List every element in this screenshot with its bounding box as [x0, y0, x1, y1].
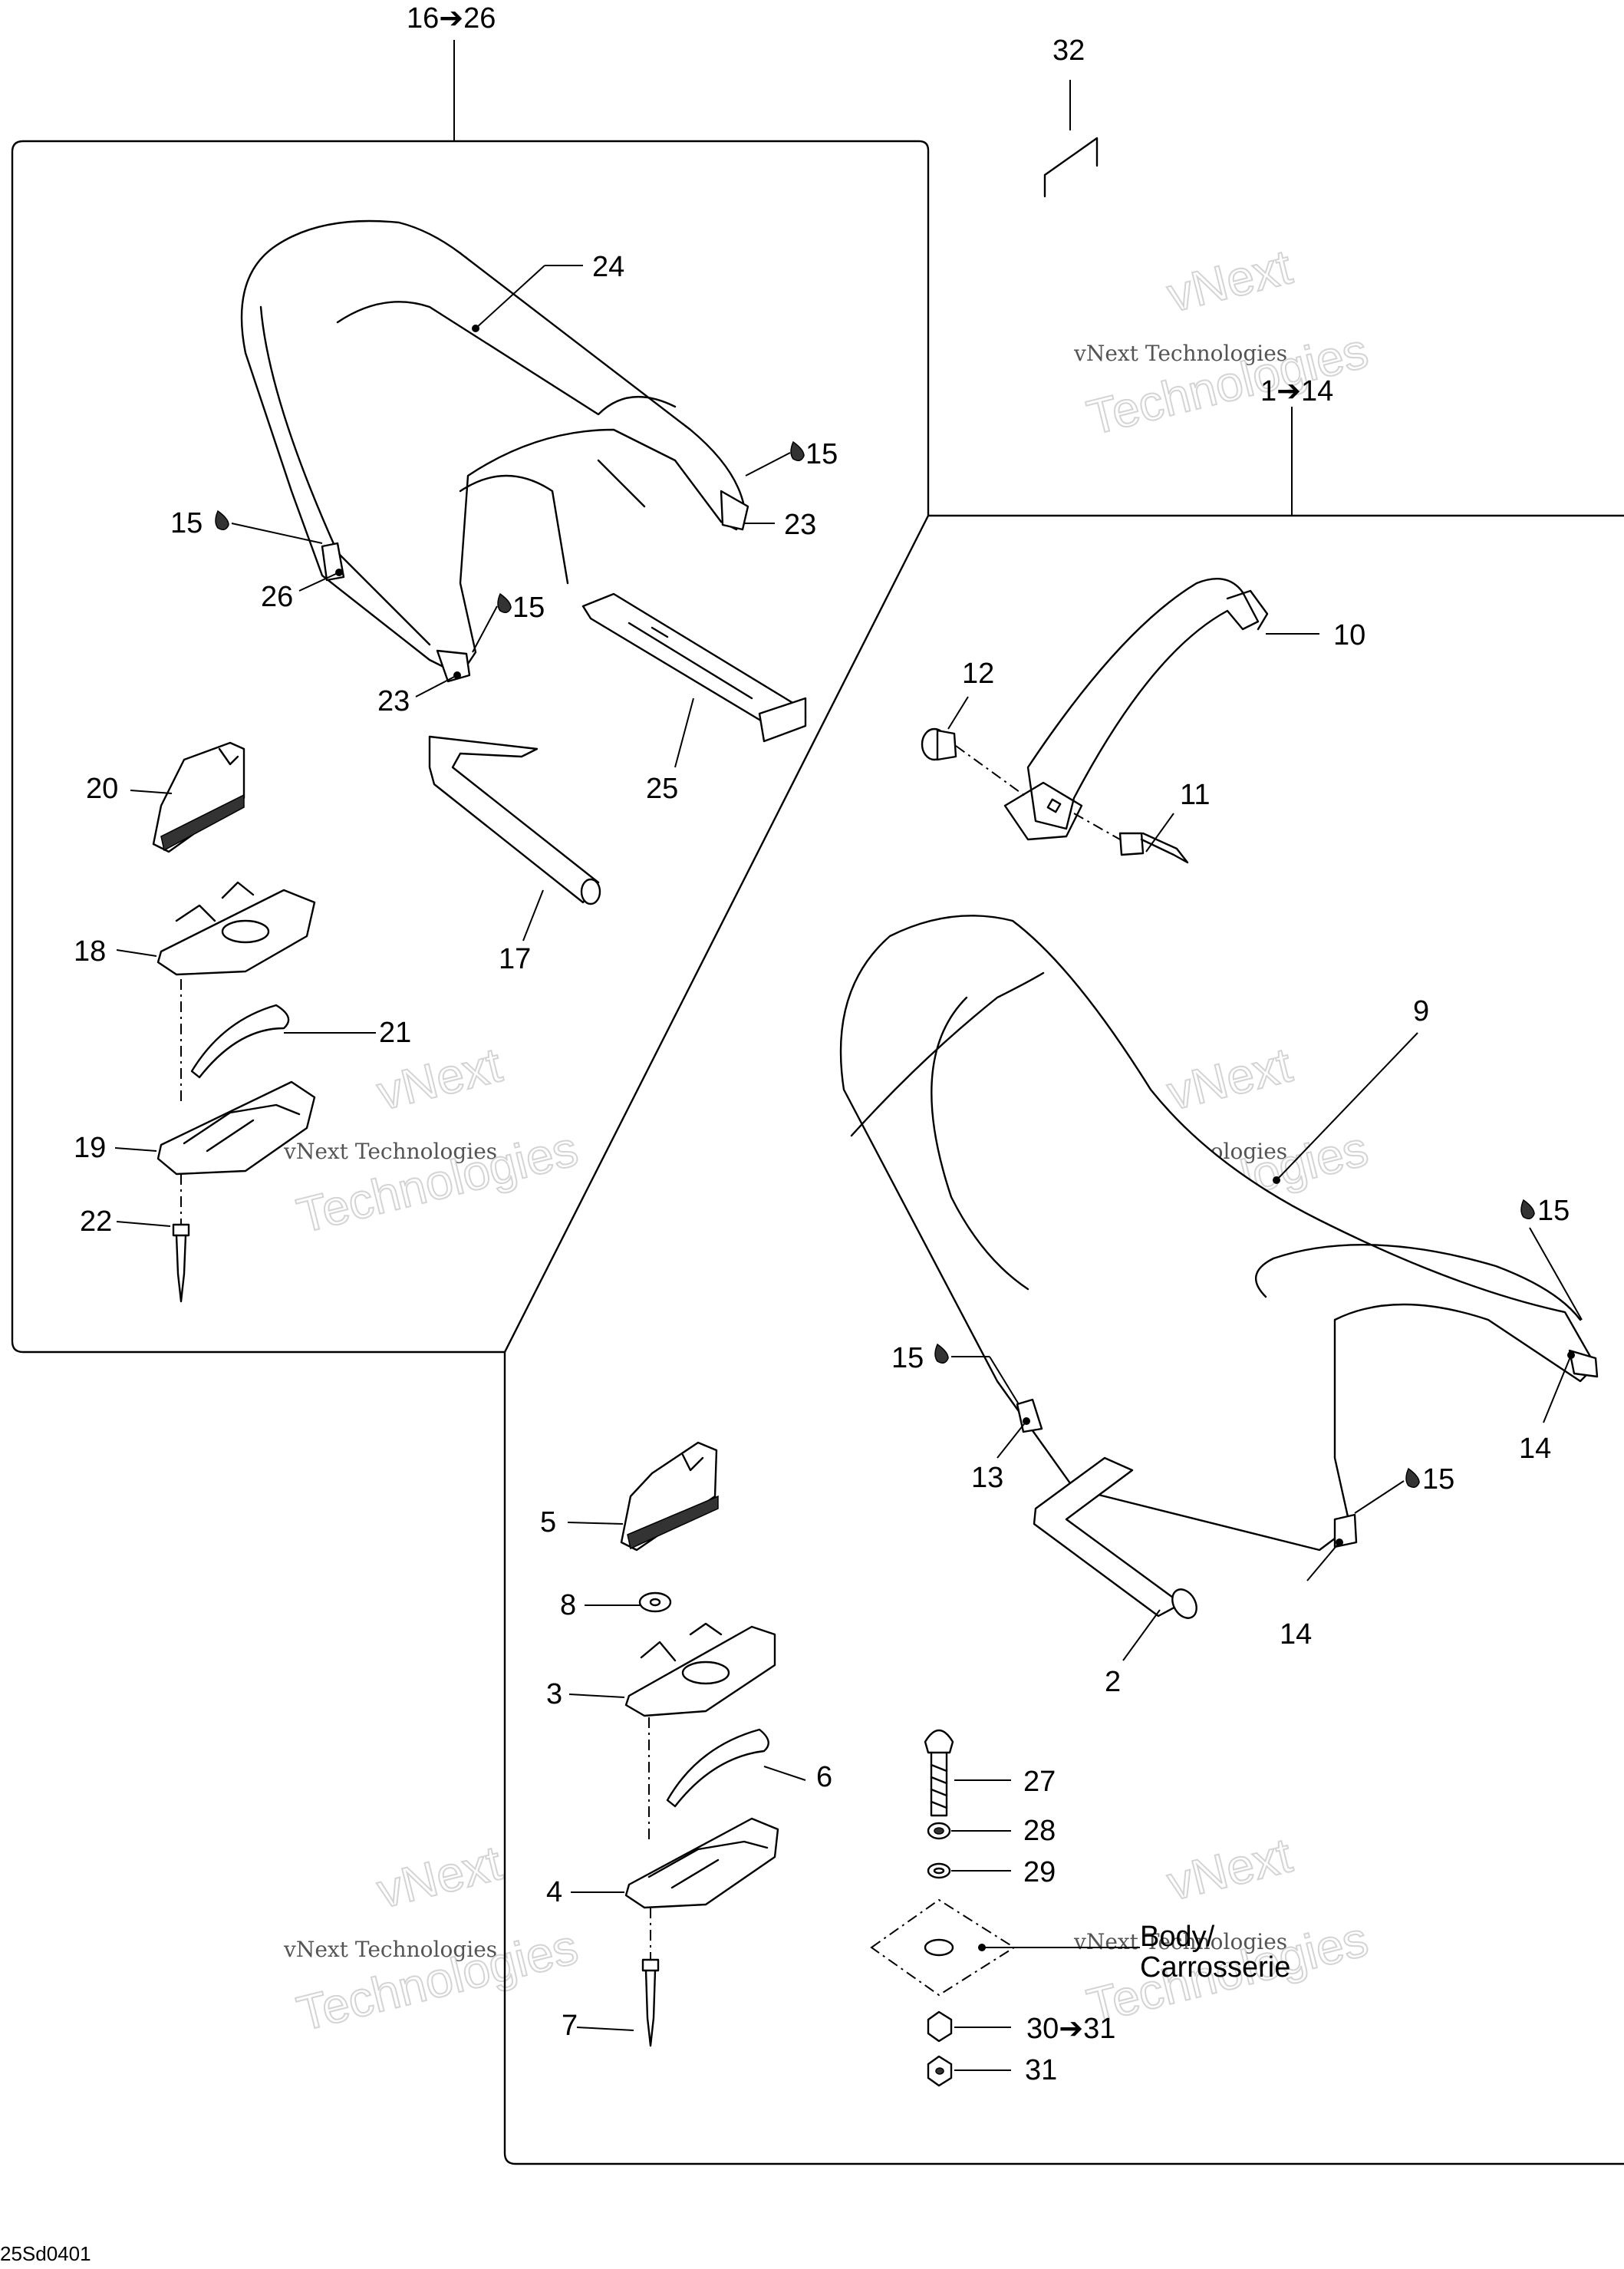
- drop-icon: [1405, 1467, 1420, 1488]
- callout-24: 24: [592, 251, 624, 283]
- watermark-text: vNext Technologies: [283, 1139, 497, 1164]
- bar-2: [1033, 1456, 1197, 1619]
- body-label-line1: Body/: [1140, 1921, 1215, 1953]
- callout-23-a: 23: [784, 509, 816, 541]
- watermark-text: vNext Technologies: [1073, 341, 1287, 366]
- base-19: [156, 1080, 316, 1176]
- callout-15-a: 15: [805, 438, 838, 470]
- watermark-text: vNext Technologies: [283, 1937, 497, 1962]
- drop-icon: [215, 510, 229, 530]
- grab-handle-10: [1003, 578, 1269, 841]
- callout-2: 2: [1105, 1666, 1121, 1698]
- callout-15-e: 15: [891, 1342, 924, 1374]
- watermark-top-right: vNext vNext Technologies Technologies: [1073, 238, 1374, 446]
- callout-6: 6: [816, 1761, 832, 1793]
- watermark-bottom-right: vNext vNext Technologies Technologies: [1073, 1826, 1374, 2034]
- callout-4: 4: [546, 1876, 562, 1908]
- nut-30: [927, 2010, 953, 2043]
- callout-19: 19: [74, 1132, 106, 1164]
- watermark-logo: vNext: [372, 1835, 507, 1918]
- seat-9: [839, 915, 1599, 1552]
- drop-icon: [790, 440, 805, 461]
- callout-21: 21: [379, 1017, 411, 1049]
- base-4: [624, 1817, 779, 1909]
- clip-21: [190, 1004, 290, 1079]
- callout-32: 32: [1052, 35, 1085, 67]
- callout-15-c: 15: [512, 592, 545, 624]
- callout-23-b: 23: [377, 685, 410, 717]
- callout-22: 22: [80, 1205, 112, 1238]
- clip-32: [1043, 137, 1099, 198]
- group-label-upper: 16➔26: [407, 2, 496, 35]
- drop-icon: [934, 1343, 949, 1364]
- callout-11: 11: [1180, 779, 1210, 811]
- rivet-7: [641, 1908, 660, 2047]
- callout-15-d: 15: [1537, 1195, 1570, 1227]
- watermark-logo: vNext: [1162, 1037, 1297, 1120]
- callout-28: 28: [1023, 1815, 1056, 1847]
- stud-27: [924, 1729, 954, 1817]
- watermark-logo: vNext: [1162, 1827, 1297, 1911]
- washer-29: [927, 1862, 951, 1879]
- callout-31: 31: [1025, 2054, 1057, 2086]
- callout-20: 20: [86, 773, 118, 805]
- callout-10: 10: [1333, 619, 1365, 651]
- latch-20: [152, 741, 245, 853]
- callout-30-31: 30➔31: [1026, 2013, 1115, 2045]
- drop-icon: [497, 592, 512, 613]
- watermark-logo: vNext: [372, 1037, 507, 1120]
- callout-7: 7: [562, 2010, 578, 2042]
- watermark-logo: vNext: [1162, 239, 1297, 322]
- callout-15-b: 15: [170, 507, 203, 539]
- callout-18: 18: [74, 935, 106, 968]
- callout-8: 8: [560, 1589, 576, 1621]
- latch-5: [620, 1441, 719, 1552]
- callout-14-b: 14: [1280, 1618, 1312, 1651]
- rivet-22: [172, 1174, 190, 1303]
- callout-12: 12: [962, 658, 994, 690]
- watermark-mid-left: vNext vNext Technologies Technologies: [283, 1036, 584, 1244]
- callout-25: 25: [646, 773, 678, 805]
- lower-group-frame: [503, 514, 1624, 2165]
- callout-17: 17: [499, 943, 531, 975]
- clip-6: [666, 1728, 769, 1808]
- base-18: [156, 881, 316, 976]
- body-label-line2: Carrosserie: [1140, 1951, 1290, 1984]
- callout-14-a: 14: [1519, 1433, 1551, 1465]
- drop-icon: [1520, 1199, 1535, 1219]
- callout-9: 9: [1413, 995, 1429, 1027]
- strap-25: [581, 592, 807, 743]
- callout-5: 5: [540, 1506, 556, 1539]
- group-label-right: 1➔14: [1260, 375, 1333, 407]
- upper-group-frame: [11, 140, 930, 1354]
- base-3: [624, 1622, 776, 1717]
- screw-11: [1073, 813, 1189, 864]
- callout-29: 29: [1023, 1856, 1056, 1888]
- callout-27: 27: [1023, 1766, 1056, 1798]
- callout-15-f: 15: [1422, 1463, 1454, 1496]
- callout-13: 13: [971, 1462, 1003, 1494]
- passenger-seat-24: [240, 219, 749, 683]
- grommet-12: [921, 727, 1029, 799]
- bar-17: [428, 735, 601, 905]
- callout-3: 3: [546, 1678, 562, 1710]
- diagram-code: 25Sd0401: [0, 2242, 91, 2265]
- washer-8: [638, 1591, 672, 1613]
- watermark-text: vNext Technologies: [1073, 1929, 1287, 1954]
- callout-26: 26: [261, 581, 293, 613]
- watermark-bottom-left: vNext vNext Technologies Technologies: [283, 1834, 584, 2042]
